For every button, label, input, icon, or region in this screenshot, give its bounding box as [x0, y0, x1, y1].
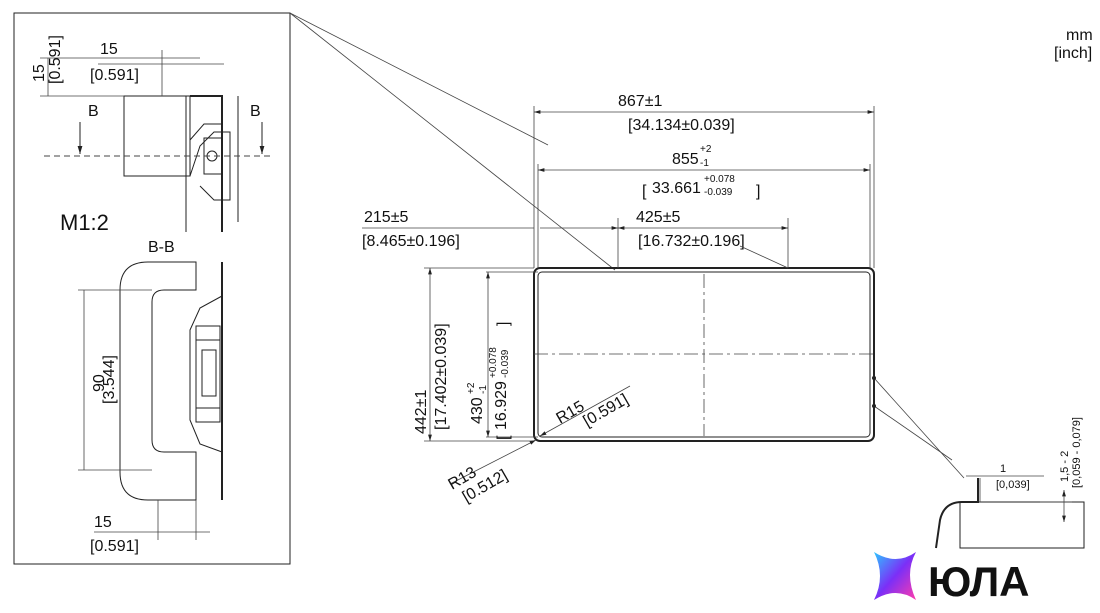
dim-cutout-width-sub: -1	[700, 158, 709, 169]
clip-core	[201, 349, 217, 397]
dim-offset: 215±5	[364, 209, 408, 226]
dim-overall-width: 867±1	[618, 93, 662, 110]
edge-detail: 1 [0,039] 1,5 - 2 [0,059 - 0,079]	[872, 376, 1085, 549]
frame-edge	[190, 95, 223, 232]
dim-height-inch: [3.544]	[101, 355, 118, 404]
panel-outline	[533, 267, 875, 442]
svg-text:1,5 - 2: 1,5 - 2	[1059, 451, 1071, 482]
dim-cutout-width: 855	[672, 151, 699, 168]
dim-half-width: 425±5	[636, 209, 680, 226]
svg-text:]: ]	[495, 322, 512, 326]
logo-text: ЮЛА	[928, 558, 1030, 605]
logo-mark-icon	[874, 552, 916, 600]
clip-section	[189, 295, 223, 453]
dim-cutout-height-tol: +2 -1	[466, 382, 489, 394]
dim-height: 90	[91, 374, 108, 392]
section-view: 90 [3.544] 15 [0.591]	[78, 261, 223, 555]
detail-point	[872, 376, 876, 380]
detail-frame	[13, 12, 291, 565]
svg-text:16.929: 16.929	[493, 381, 510, 430]
svg-text:[3.544]: [3.544]	[101, 355, 118, 404]
dim-overall-height-inch: [17.402±0.039]	[433, 323, 450, 430]
top-profile-view: B B 15 [0.591] 15 [0.591]	[31, 35, 272, 232]
bracket-open: [	[642, 183, 647, 200]
clip-body	[195, 325, 221, 423]
svg-text:[0,059 - 0,079]: [0,059 - 0,079]	[1071, 417, 1083, 488]
svg-text:R15: R15	[554, 398, 588, 427]
svg-text:-1: -1	[478, 385, 489, 394]
dim-top-vertical-inch: [0.591]	[47, 35, 64, 84]
thickness-inch: [0,059 - 0,079]	[1071, 417, 1083, 488]
clip-outline	[189, 131, 231, 201]
dim-cutout-width-inch-sub: -0.039	[704, 187, 733, 198]
dim-radius-inner: R15 [0.591]	[554, 391, 632, 430]
dim-cutout-height: 430	[469, 397, 486, 424]
dim-top-horiz: 15	[100, 41, 118, 58]
dim-cutout-height-inch: [ 16.929 +0.078 -0.039 ]	[488, 322, 512, 440]
detail-leader-line	[289, 12, 549, 146]
svg-text:[0.591]: [0.591]	[581, 391, 632, 430]
thickness-mm: 1,5 - 2	[1059, 451, 1071, 482]
bezel-profile	[935, 478, 979, 549]
panel-view: 867±1 [34.134±0.039] 855 +2 -1 [ 33.661 …	[362, 93, 875, 506]
detail-leader	[873, 405, 953, 461]
detail-point	[872, 404, 876, 408]
dim-cutout-width-inch-sup: +0.078	[704, 174, 735, 185]
detail-view: B B 15 [0.591] 15 [0.591] M1:2 B-B	[13, 12, 616, 565]
dim-half-width-inch: [16.732±0.196]	[638, 233, 745, 250]
clip-outline	[189, 123, 222, 141]
svg-text:15: 15	[31, 64, 48, 82]
svg-text:[: [	[495, 435, 512, 440]
dim-offset-inch: [8.465±0.196]	[362, 233, 460, 250]
svg-text:+2: +2	[466, 382, 477, 394]
seal-section	[119, 261, 197, 501]
svg-text:[17.402±0.039]: [17.402±0.039]	[433, 323, 450, 430]
scale-label: M1:2	[60, 210, 109, 235]
radius-leader-inner	[539, 385, 631, 437]
leader-line	[739, 245, 789, 269]
svg-text:442±1: 442±1	[413, 390, 430, 434]
gap-inch: [0,039]	[996, 479, 1030, 491]
dim-bottom: 15	[94, 514, 112, 531]
dim-top-horiz-inch: [0.591]	[90, 67, 139, 84]
brand-logo: ЮЛА	[874, 552, 1030, 605]
seal-hatch	[123, 95, 191, 177]
dim-cutout-width-sup: +2	[700, 144, 712, 155]
detail-leader-line	[289, 12, 616, 271]
cutout-outline	[537, 271, 871, 438]
panel-hatch	[959, 501, 1085, 549]
units-mm: mm	[1066, 27, 1093, 44]
dim-top-vertical: 15	[31, 64, 48, 82]
cut-label-left: B	[88, 103, 99, 120]
gap-mm: 1	[1000, 463, 1006, 475]
section-label: B-B	[148, 239, 175, 256]
radius-leader-outer	[449, 439, 537, 485]
svg-text:90: 90	[91, 374, 108, 392]
svg-text:430: 430	[469, 397, 486, 424]
cut-label-right: B	[250, 103, 261, 120]
dim-bottom-inch: [0.591]	[90, 538, 139, 555]
detail-leader	[873, 377, 965, 479]
bracket-close: ]	[756, 183, 760, 200]
dim-overall-height: 442±1	[413, 390, 430, 434]
dim-cutout-width-inch: 33.661	[652, 180, 701, 197]
dim-overall-width-inch: [34.134±0.039]	[628, 117, 735, 134]
dim-radius-outer: R13 [0.512]	[446, 464, 511, 506]
svg-text:-0.039: -0.039	[500, 349, 511, 378]
svg-text:+0.078: +0.078	[488, 347, 499, 378]
svg-text:[0.591]: [0.591]	[47, 35, 64, 84]
units-inch: [inch]	[1054, 45, 1092, 62]
